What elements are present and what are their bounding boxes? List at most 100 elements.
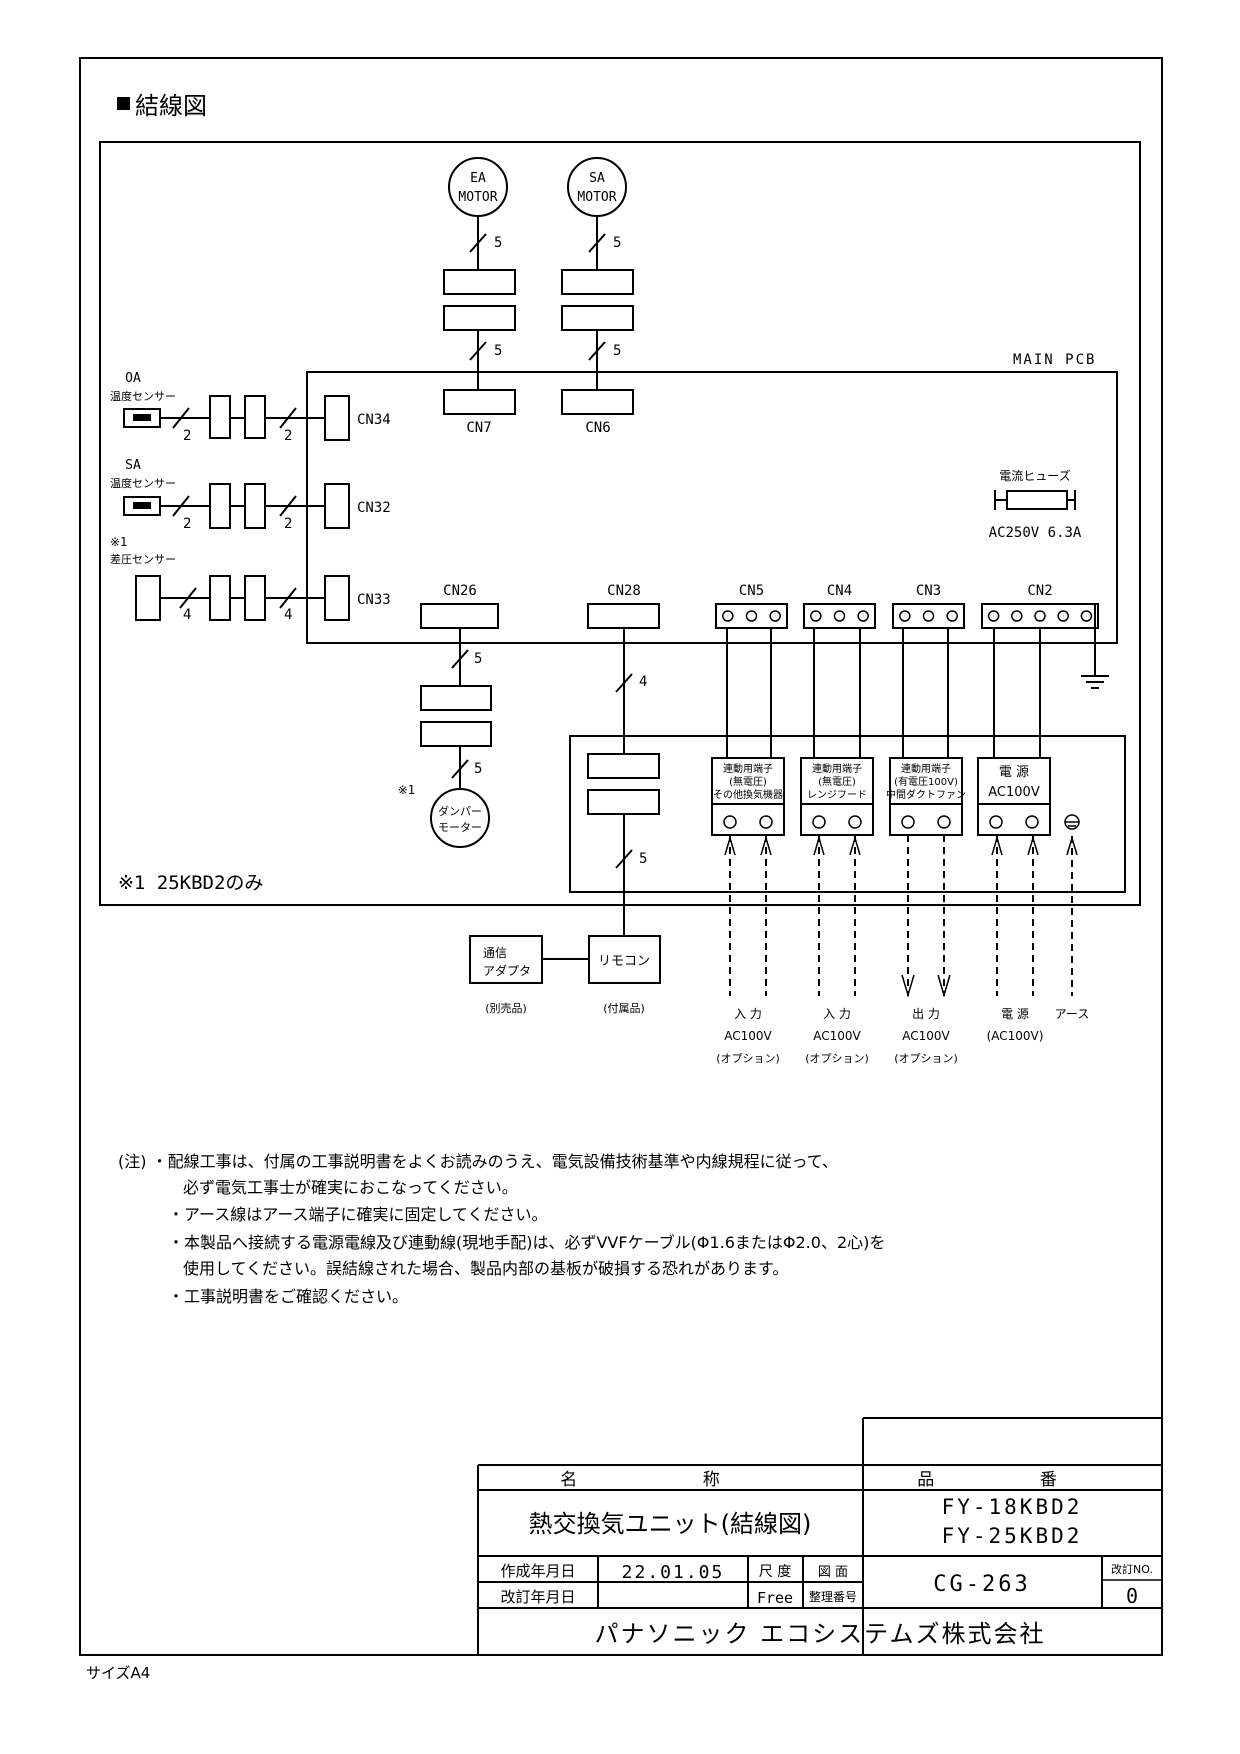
wire-slash [469,233,487,253]
terminal-io-label: (オプション) [716,1052,780,1065]
cn33-connector [324,575,350,621]
cn7-label: CN7 [466,420,491,436]
wire-count: 4 [639,674,647,690]
diff-sensor-mark: ※1 [110,535,127,549]
ea-motor-label-2: MOTOR [458,190,497,205]
number-header: 品 番 [917,1470,1106,1490]
main-pcb [306,371,1118,644]
sa-motor-label-1: SA [589,171,605,186]
screw-terminal-icon[interactable] [759,815,773,829]
pin-icon [946,610,958,622]
cn26-label: CN26 [443,583,477,599]
current-fuse [1006,490,1068,510]
wire-count: 4 [183,607,191,623]
arrow-up-icon [1066,835,1078,856]
terminal-io-label: (オプション) [805,1052,869,1065]
cn5-label: CN5 [739,583,764,599]
note-line-5: 使用してください。誤結線された場合、製品内部の基板が破損する恐れがあります。 [183,1259,788,1278]
wire-count: 4 [284,607,292,623]
scale-label: 尺 度 [759,1564,791,1580]
screw-terminal-icon[interactable] [723,815,737,829]
wire-count: 5 [474,651,482,667]
cn34-connector [324,395,350,441]
note-line-3: ・アース線はアース端子に確実に固定してください。 [168,1205,548,1224]
pin-icon [1034,610,1046,622]
oa-sensor-label-2: 温度センサー [110,389,176,403]
terminal-label: その他換気機器 [713,788,783,801]
wire-count: 2 [183,516,191,532]
screw-terminal-icon[interactable] [901,815,915,829]
terminal-label: (無電圧) [729,775,767,788]
revision-label: 改訂NO. [1111,1562,1153,1576]
cn4-label: CN4 [827,583,852,599]
sa-sensor-label-2: 温度センサー [110,476,176,490]
terminal-label: 中間ダクトファン [886,788,966,801]
drawing-label: 図 面 [818,1565,848,1580]
note-line-1: (注) ・配線工事は、付属の工事説明書をよくお読みのうえ、電気設備技術基準や内線… [118,1152,838,1171]
pin-icon [1011,610,1023,622]
pin-icon [745,610,758,622]
damper-connector-a [420,685,492,711]
revision-value: 0 [1126,1584,1138,1608]
drawing-number: CG-263 [933,1572,1030,1597]
sa-connector-a [561,269,634,295]
cn28-connector [587,603,660,629]
remote-note: (付属品) [603,1002,645,1015]
section-title: 結線図 [135,92,207,120]
unit-frame [99,141,1141,906]
wire-count: 5 [613,343,621,359]
pin-icon [1057,610,1069,622]
main-pcb-label: MAIN PCB [1013,352,1096,368]
wire-count: 2 [284,428,292,444]
cn34-label: CN34 [357,412,391,428]
ea-connector-a [443,269,516,295]
name-header: 名 称 [560,1470,779,1490]
created-label: 作成年月日 [500,1562,575,1580]
terminal-label: 連動用端子 [723,762,773,775]
paper-size: サイズA4 [86,1664,150,1682]
terminal-block: 連動用端子(無電圧)その他換気機器 [711,757,785,836]
terminal-frame [569,735,1126,893]
cn4-connector [803,603,876,629]
fuse-rating: AC250V 6.3A [989,525,1082,541]
arrow-down-icon [901,974,915,998]
arrow-down-icon [937,974,951,998]
note-line-6: ・工事説明書をご確認ください。 [168,1287,408,1306]
ea-connector-b [443,305,516,331]
cn32-connector [324,483,350,529]
adapter-label-1: 通信 [483,946,507,960]
wire-count: 2 [284,516,292,532]
screw-terminal-icon[interactable] [812,815,826,829]
wire-count: 5 [613,235,621,251]
remote-label: リモコン [598,954,650,969]
sa-motor-label-2: MOTOR [577,190,616,205]
arrow-up-icon [991,835,1003,856]
ea-motor-label-1: EA [470,171,486,186]
arrow-up-icon [760,835,772,856]
cn32-label: CN32 [357,500,391,516]
terminal-io-label: AC100V [724,1029,772,1043]
wire-count: 5 [494,343,502,359]
arrow-up-icon [1027,835,1039,856]
terminal-label: (有電圧100V) [894,775,958,788]
damper-label-2: モーター [438,821,482,834]
drawing-label-2: 整理番号 [809,1589,857,1604]
cn6-connector [561,389,634,415]
pin-icon [810,610,822,622]
terminal-block: 連動用端子(有電圧100V)中間ダクトファン [886,757,966,836]
screw-terminal-icon[interactable] [848,815,862,829]
damper-motor [430,788,490,848]
oa-sensor-label-1: OA [125,371,141,386]
screw-terminal-icon[interactable] [937,815,951,829]
sa-motor [567,157,627,217]
diff-sensor [135,575,161,621]
arrow-up-icon [813,835,825,856]
screw-terminal-icon[interactable] [1025,815,1039,829]
note-line-4: ・本製品へ接続する電源電線及び連動線(現地手配)は、必ずVVFケーブル(Φ1.6… [168,1233,885,1252]
terminal-io-label: (AC100V) [987,1029,1044,1043]
screw-terminal-icon[interactable] [989,815,1003,829]
sa-connector-b [561,305,634,331]
terminal-io-label: AC100V [813,1029,861,1043]
cn6-label: CN6 [585,420,610,436]
